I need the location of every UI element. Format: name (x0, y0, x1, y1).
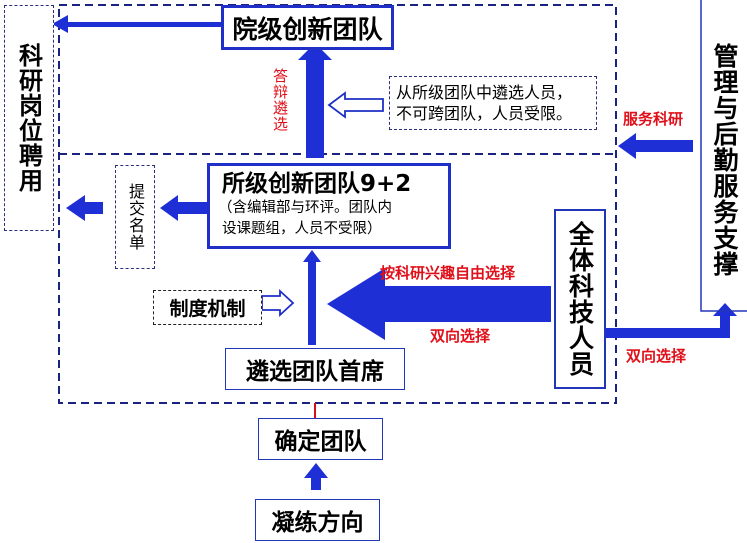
defense-selection-label-wrap: 答辩遴选 (270, 68, 296, 148)
arrow-institute-to-list (160, 195, 207, 221)
confirm-team-box: 确定团队 (258, 418, 383, 460)
arrow-institute-to-college (298, 43, 332, 158)
mechanism-box: 制度机制 (153, 290, 262, 325)
submit-list-label: 提交名单 (126, 183, 145, 251)
arrow-serve-research (618, 133, 693, 159)
institute-team-title: 所级创新团队9+2 (222, 171, 412, 197)
select-leader-box: 遴选团队首席 (225, 348, 405, 390)
hollow-arrow-mechanism (261, 288, 295, 318)
management-support-label: 管理与后勤服务支撑 (710, 43, 739, 277)
arrow-staff-to-management (606, 303, 737, 338)
arrow-college-to-post (52, 15, 222, 33)
institute-team-line1: （含编辑部与环评。团队内 (218, 200, 392, 216)
all-staff-box: 全体科技人员 (554, 209, 606, 389)
serve-research-label: 服务科研 (623, 110, 684, 128)
arrow-direction-to-confirm (304, 463, 328, 490)
two-way-choice-center-label: 双向选择 (430, 327, 491, 345)
college-note-line1: 从所级团队中遴选人员， (396, 83, 573, 102)
refine-direction-box: 凝练方向 (255, 499, 380, 541)
mechanism-label: 制度机制 (169, 298, 246, 320)
big-arrow-free-choice (327, 268, 551, 340)
defense-selection-label: 答辩遴选 (271, 68, 289, 132)
free-choice-label: 按科研兴趣自由选择 (380, 264, 516, 282)
management-support-box: 管理与后勤服务支撑 (702, 30, 747, 290)
hollow-arrow-note (327, 91, 384, 119)
submit-list-box: 提交名单 (115, 165, 155, 269)
institute-team-line2: 设课题组，人员不受限） (222, 221, 382, 237)
two-way-choice-right-label: 双向选择 (626, 347, 687, 365)
arrow-list-to-post (66, 195, 103, 221)
research-post-box: 科研岗位聘用 (4, 5, 54, 231)
college-team-label: 院级创新团队 (232, 14, 383, 44)
college-note-box: 从所级团队中遴选人员， 不可跨团队，人员受限。 (389, 76, 597, 130)
institute-team-box: 所级创新团队9+2 （含编辑部与环评。团队内 设课题组，人员不受限） (207, 163, 451, 249)
research-post-label: 科研岗位聘用 (14, 43, 43, 193)
refine-direction-label: 凝练方向 (271, 510, 364, 536)
management-box-outline (700, 0, 747, 312)
all-staff-label: 全体科技人员 (565, 221, 595, 377)
confirm-team-label: 确定团队 (274, 429, 367, 455)
college-team-box: 院级创新团队 (221, 5, 394, 50)
arrow-leader-to-institute (303, 250, 321, 345)
college-note-line2: 不可跨团队，人员受限。 (396, 104, 573, 123)
select-leader-label: 遴选团队首席 (246, 359, 384, 385)
